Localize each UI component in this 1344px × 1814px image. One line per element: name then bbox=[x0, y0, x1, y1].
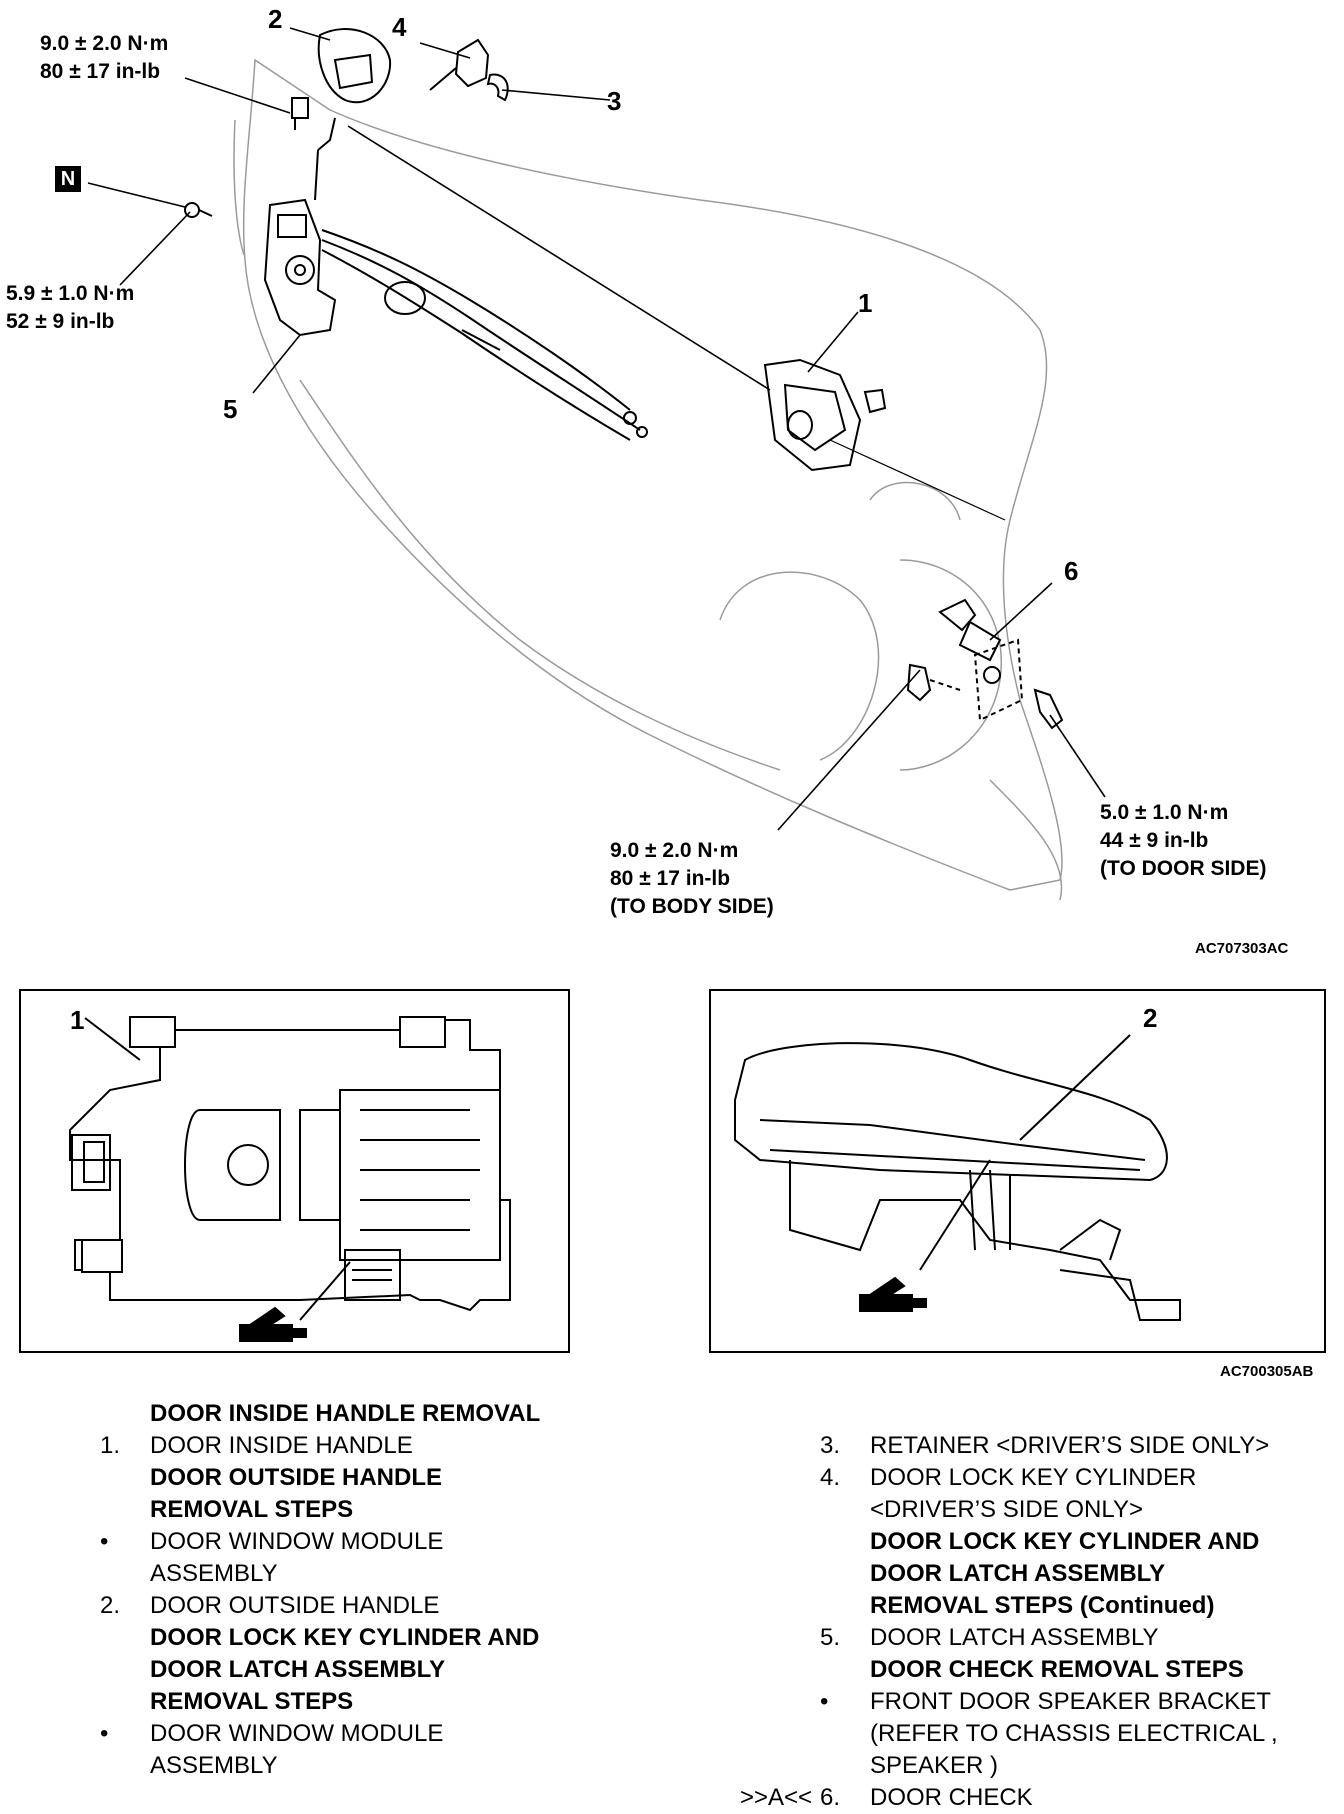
torque-imperial: 52 ± 9 in-lb bbox=[6, 310, 115, 333]
grease-gun-icon-right bbox=[859, 1276, 927, 1312]
leader-lines bbox=[87, 27, 1106, 831]
legend-row: 1.DOOR INSIDE HANDLE bbox=[100, 1432, 413, 1459]
legend-row: 5.DOOR LATCH ASSEMBLY bbox=[820, 1624, 1159, 1651]
key-cylinder-part bbox=[429, 38, 509, 102]
legend-row: DOOR LOCK KEY CYLINDER AND bbox=[870, 1528, 1260, 1555]
torque-spec-body-side: 9.0 ± 2.0 N·m 80 ± 17 in-lb (TO BODY SID… bbox=[610, 837, 774, 921]
door-check-part bbox=[906, 598, 1064, 730]
legend-right: 3.RETAINER <DRIVER’S SIDE ONLY> 4.DOOR L… bbox=[720, 1430, 1340, 1814]
latch-assembly-part bbox=[263, 149, 648, 441]
torque-metric: 9.0 ± 2.0 N·m bbox=[610, 839, 739, 862]
figure-code-detail: AC700305AB bbox=[1220, 1363, 1314, 1380]
legend-row: DOOR CHECK REMOVAL STEPS bbox=[870, 1656, 1244, 1683]
legend-row: ASSEMBLY bbox=[150, 1752, 278, 1779]
door-panel-outline bbox=[233, 58, 1063, 901]
legend-row: 3.RETAINER <DRIVER’S SIDE ONLY> bbox=[820, 1432, 1270, 1459]
torque-metric: 5.9 ± 1.0 N·m bbox=[6, 282, 135, 305]
reference-mark: >>A<< bbox=[740, 1784, 813, 1811]
callout-5: 5 bbox=[223, 394, 238, 424]
detail-callout-2: 2 bbox=[1143, 1003, 1158, 1033]
outside-handle-part bbox=[291, 28, 392, 151]
callout-4: 4 bbox=[392, 12, 407, 42]
torque-spec-latch: 5.9 ± 1.0 N·m 52 ± 9 in-lb bbox=[6, 280, 134, 336]
callout-1: 1 bbox=[858, 288, 873, 318]
legend-row: DOOR LATCH ASSEMBLY bbox=[870, 1560, 1166, 1587]
torque-metric: 5.0 ± 1.0 N·m bbox=[1100, 801, 1229, 824]
legend-row: SPEAKER ) bbox=[870, 1752, 999, 1779]
callout-3: 3 bbox=[607, 86, 622, 116]
callout-6: 6 bbox=[1064, 556, 1079, 586]
legend-row: <DRIVER’S SIDE ONLY> bbox=[870, 1496, 1143, 1523]
legend-row: DOOR OUTSIDE HANDLE bbox=[150, 1464, 443, 1491]
figure-code-main: AC707303AC bbox=[1195, 940, 1289, 957]
legend-row: >>A<<6.DOOR CHECK bbox=[720, 1782, 1340, 1814]
legend-row: ASSEMBLY bbox=[150, 1560, 278, 1587]
inside-handle-part bbox=[763, 358, 887, 472]
latch-bolt bbox=[184, 202, 213, 218]
legend-left: DOOR INSIDE HANDLE REMOVAL 1.DOOR INSIDE… bbox=[0, 1398, 650, 1782]
legend-row: DOOR INSIDE HANDLE REMOVAL bbox=[150, 1400, 541, 1427]
callout-2: 2 bbox=[268, 4, 283, 34]
detail-panel-left bbox=[19, 989, 570, 1353]
new-part-badge: N bbox=[55, 166, 81, 192]
grease-gun-icon-left bbox=[239, 1306, 307, 1342]
inside-handle-detail bbox=[69, 1016, 511, 1321]
torque-spec-door-side: 5.0 ± 1.0 N·m 44 ± 9 in-lb (TO DOOR SIDE… bbox=[1100, 799, 1266, 883]
legend-row: (REFER TO CHASSIS ELECTRICAL , bbox=[870, 1720, 1278, 1747]
detail-callout-1: 1 bbox=[70, 1005, 85, 1035]
detail-panel-right bbox=[709, 989, 1326, 1353]
torque-metric: 9.0 ± 2.0 N·m bbox=[40, 32, 169, 55]
torque-note: (TO DOOR SIDE) bbox=[1100, 857, 1267, 880]
torque-note: (TO BODY SIDE) bbox=[610, 895, 774, 918]
legend-row: •DOOR WINDOW MODULE bbox=[100, 1720, 444, 1747]
torque-imperial: 80 ± 17 in-lb bbox=[40, 60, 161, 83]
torque-imperial: 80 ± 17 in-lb bbox=[610, 867, 731, 890]
legend-row: REMOVAL STEPS bbox=[150, 1688, 354, 1715]
legend-row: DOOR LATCH ASSEMBLY bbox=[150, 1656, 446, 1683]
legend-row: DOOR LOCK KEY CYLINDER AND bbox=[150, 1624, 540, 1651]
legend-row: 2.DOOR OUTSIDE HANDLE bbox=[100, 1592, 440, 1619]
legend-row: REMOVAL STEPS (Continued) bbox=[870, 1592, 1215, 1619]
torque-imperial: 44 ± 9 in-lb bbox=[1100, 829, 1209, 852]
outside-handle-detail bbox=[734, 1034, 1181, 1321]
torque-spec-outside-handle: 9.0 ± 2.0 N·m 80 ± 17 in-lb bbox=[40, 30, 168, 86]
legend-row: •FRONT DOOR SPEAKER BRACKET bbox=[820, 1688, 1271, 1715]
legend-row: REMOVAL STEPS bbox=[150, 1496, 354, 1523]
legend-row: 4.DOOR LOCK KEY CYLINDER bbox=[820, 1464, 1197, 1491]
legend-row: •DOOR WINDOW MODULE bbox=[100, 1528, 444, 1555]
